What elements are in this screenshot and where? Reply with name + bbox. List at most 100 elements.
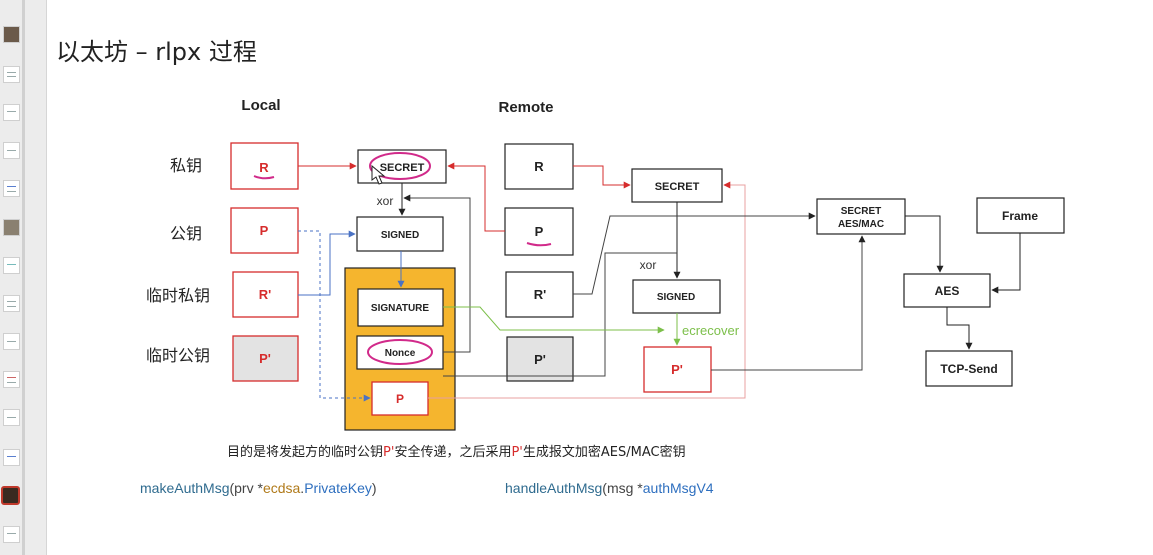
arrow-aes-to-tcp-send	[946, 307, 973, 350]
slide-thumbnail[interactable]	[3, 371, 20, 388]
highlight-underline	[253, 175, 275, 180]
slide-thumbnail[interactable]	[3, 26, 20, 43]
remote-ephemeral-private-key-box	[505, 271, 574, 318]
code-pointer: *	[257, 480, 263, 496]
tcp-send-box	[925, 350, 1013, 387]
arrow-remote-private-to-secret	[573, 165, 631, 189]
arrow-remote-public-to-secret	[447, 162, 505, 232]
highlight-circle	[367, 339, 433, 365]
remote-ephemeral-private-key-label: R'	[534, 287, 546, 302]
slide-thumbnail[interactable]	[3, 449, 20, 466]
caption: 目的是将发起方的临时公钥P'安全传递，之后采用P'生成报文加密AES/MAC密钥	[227, 444, 686, 460]
caption-highlight: P'	[511, 445, 522, 460]
local-private-key-box	[230, 142, 299, 190]
arrow-ephemeral-private-to-signed	[298, 230, 356, 296]
signature-box	[357, 288, 444, 327]
remote-private-key-box	[504, 143, 574, 190]
slide-sidebar[interactable]	[0, 0, 47, 555]
remote-secret-box	[631, 168, 723, 203]
caption-part1: 目的是将发起方的临时公钥	[227, 444, 383, 460]
local-ephemeral-private-key-box	[232, 271, 299, 318]
frame-label: Frame	[1002, 209, 1038, 223]
code-params: (msg	[602, 480, 638, 496]
row-label-private-key: 私钥	[170, 156, 202, 175]
arrow-embedded-to-remote-secret	[428, 181, 746, 399]
arrow-signature-to-ecrecover	[443, 306, 665, 334]
slide-title: 以太坊 – rlpx 过程	[56, 38, 257, 66]
sidebar-divider	[22, 0, 25, 555]
code-pointer: *	[637, 480, 643, 496]
local-public-key-box	[230, 207, 299, 254]
highlight-circle	[369, 152, 431, 180]
code-type: PrivateKey	[304, 480, 372, 496]
highlight-underline	[526, 242, 552, 247]
arrow-aes-mac-to-aes	[905, 215, 944, 273]
slide-thumbnail[interactable]	[3, 409, 20, 426]
code-function-name: handleAuthMsg	[505, 480, 603, 496]
arrow-frame-to-aes	[991, 233, 1021, 294]
local-header: Local	[241, 97, 280, 114]
row-label-ephemeral-private-key: 临时私钥	[146, 286, 210, 305]
secret-aes-mac-box	[816, 198, 906, 235]
slide-thumbnail[interactable]	[3, 257, 20, 274]
aes-box	[903, 273, 991, 308]
slide-thumbnail-selected[interactable]	[1, 486, 20, 505]
ecrecover-label: ecrecover	[682, 323, 740, 338]
remote-ephemeral-public-key-label: P'	[534, 352, 546, 367]
remote-header: Remote	[498, 99, 553, 116]
secret-aes-mac-label-line2: AES/MAC	[838, 219, 884, 230]
secret-aes-mac-label-line1: SECRET	[841, 206, 882, 217]
code-function-name: makeAuthMsg	[140, 480, 230, 496]
aes-label: AES	[935, 284, 960, 298]
slide-thumbnail[interactable]	[3, 104, 20, 121]
local-public-key-label: P	[260, 223, 269, 238]
remote-ephemeral-public-key-box	[506, 336, 574, 382]
tcp-send-label: TCP-Send	[940, 362, 997, 376]
arrow-nonce-xor	[403, 194, 471, 353]
remote-private-key-label: R	[534, 159, 544, 174]
caption-part3: 生成报文加密AES/MAC密钥	[523, 444, 686, 460]
recovered-ephemeral-key-box	[643, 346, 712, 393]
code-package: ecdsa	[262, 480, 301, 496]
mouse-cursor-icon	[371, 164, 386, 185]
local-secret-label: SECRET	[380, 162, 425, 174]
remote-public-key-label: P	[535, 224, 544, 239]
embedded-public-key-label: P	[396, 392, 404, 406]
remote-signed-label: SIGNED	[657, 292, 695, 303]
slide-thumbnail[interactable]	[3, 180, 20, 197]
slide-thumbnail[interactable]	[3, 333, 20, 350]
xor-label-remote: xor	[640, 258, 657, 272]
xor-label-local: xor	[377, 194, 394, 208]
remote-public-key-box	[504, 207, 574, 256]
row-label-public-key: 公钥	[170, 224, 202, 243]
code-type: authMsgV4	[642, 480, 714, 496]
local-private-key-label: R	[259, 160, 269, 175]
signature-label: SIGNATURE	[371, 303, 429, 314]
row-label-ephemeral-public-key: 临时公钥	[146, 346, 210, 365]
arrow-nonce-to-remote-xor	[443, 252, 677, 377]
local-ephemeral-public-key-label: P'	[259, 351, 271, 366]
slide-thumbnail[interactable]	[3, 66, 20, 83]
slide-thumbnail[interactable]	[3, 295, 20, 312]
signed-label: SIGNED	[381, 230, 419, 241]
slide-thumbnail[interactable]	[3, 219, 20, 236]
code-handle-auth-msg: handleAuthMsg(msg *authMsgV4	[505, 480, 714, 496]
caption-highlight: P'	[383, 445, 394, 460]
remote-secret-label: SECRET	[655, 181, 700, 193]
recovered-ephemeral-key-label: P'	[671, 362, 683, 377]
code-make-auth-msg: makeAuthMsg(prv *ecdsa.PrivateKey)	[140, 480, 377, 496]
code-params: (prv	[229, 480, 258, 496]
signed-box	[356, 216, 444, 252]
code-close: )	[371, 480, 377, 496]
arrow-recovered-to-aes-mac	[711, 235, 866, 371]
slide-thumbnail[interactable]	[3, 142, 20, 159]
slide-thumbnail[interactable]	[3, 526, 20, 543]
local-ephemeral-private-key-label: R'	[259, 287, 271, 302]
code-dot: .	[300, 480, 305, 496]
caption-part2: 安全传递，之后采用	[394, 444, 511, 460]
arrow-remote-ephemeral-to-aes-mac	[573, 212, 816, 295]
nonce-label: Nonce	[385, 348, 416, 359]
embedded-public-key-box	[371, 381, 429, 416]
local-ephemeral-public-key-box	[232, 335, 299, 382]
